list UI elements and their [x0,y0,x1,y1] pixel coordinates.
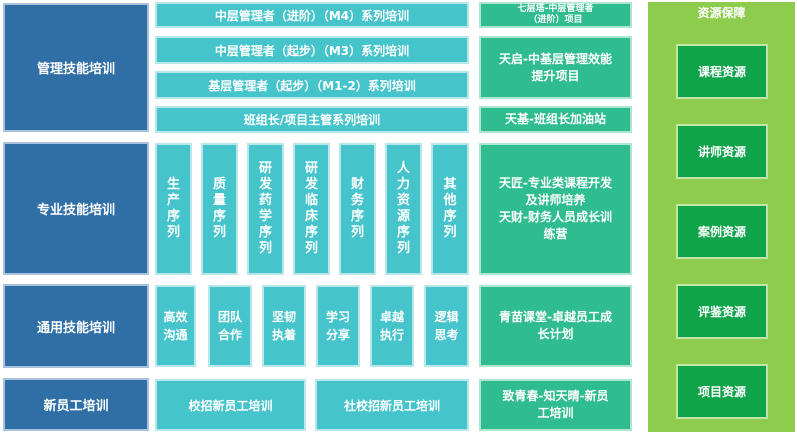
resource-course: 课程资源 [676,44,768,99]
program-campus-new: 校招新员工培训 [155,379,306,431]
project-label-line: 及讲师培养 [525,193,586,207]
program-m1-2: 基层管理者（起步）（M1-2）系列培训 [155,71,469,99]
project-label-line: 七层塔-中层管理者 [517,4,594,14]
sequence-label: 其他序列 [443,177,457,240]
skill-label-line: 团队 [217,310,242,324]
skill-execution: 卓越执行 [370,285,414,367]
category-professional: 专业技能培训 [3,142,149,275]
skill-perseverance: 坚韧执着 [262,285,306,367]
skill-label-line: 思考 [434,328,459,342]
skill-label-line: 卓越 [379,310,404,324]
skill-label-line: 合作 [217,328,242,342]
resource-panel-title: 资源保障 [697,6,746,20]
sequence-rd-clinical: 研发临床序列 [293,143,330,275]
category-label: 新员工培训 [43,399,109,414]
project-label-line: 致青春-知天晴-新员 [502,389,609,403]
project-tianjiang: 天匠-专业类课程开发及讲师培养天财-财务人员成长训练营 [479,143,632,275]
resource-label: 课程资源 [697,65,746,79]
program-team-leader: 班组长/项目主管系列培训 [155,106,469,133]
skill-label-line: 坚韧 [271,310,296,324]
project-qingmiao: 青苗课堂-卓越员工成长计划 [479,285,632,367]
skill-label-line: 学习 [325,310,350,324]
skill-label-line: 逻辑 [434,310,459,324]
project-label-line: 天匠-专业类课程开发 [499,176,612,190]
resource-project: 项目资源 [676,364,768,419]
project-label-line: 天启-中基层管理效能 [499,51,612,66]
project-label-line: 工培训 [537,406,574,420]
resource-label: 项目资源 [697,385,746,399]
category-label: 管理技能培训 [36,62,115,77]
project-label-line: 青苗课堂-卓越员工成 [499,310,612,324]
category-label: 通用技能培训 [36,320,115,336]
skill-label-line: 执着 [271,328,296,342]
program-m4: 中层管理者（进阶）（M4）系列培训 [155,2,469,28]
program-label: 班组长/项目主管系列培训 [243,113,381,127]
sequence-label: 质量序列 [212,177,226,240]
project-qicengta: 七层塔-中层管理者（进阶）项目 [479,2,632,28]
sequence-label: 研发临床序列 [304,161,318,256]
program-social-campus-new: 社校招新员工培训 [315,379,469,431]
category-general: 通用技能培训 [3,284,149,368]
resource-label: 讲师资源 [697,145,746,159]
category-management: 管理技能培训 [3,3,149,132]
program-label: 中层管理者（起步）（M3）系列培训 [214,43,410,58]
skill-learning: 学习分享 [316,285,360,367]
project-label-line: 练营 [543,227,568,241]
project-label-line: 长计划 [537,327,574,341]
project-label: 天基-班组长加油站 [505,112,606,126]
sequence-quality: 质量序列 [201,143,238,275]
resource-label: 评鉴资源 [697,305,746,319]
project-zhiqingchun: 致青春-知天晴-新员工培训 [479,379,632,431]
sequence-label: 人力资源序列 [396,161,410,256]
project-label-line: 提升项目 [531,68,580,83]
sequence-other: 其他序列 [431,143,469,275]
skill-label-line: 执行 [379,328,404,342]
category-label: 专业技能培训 [36,203,115,218]
skill-label-line: 高效 [163,310,188,324]
resource-label: 案例资源 [697,225,746,239]
skill-teamwork: 团队合作 [208,285,252,367]
project-tianji: 天基-班组长加油站 [479,106,632,133]
skill-label-line: 沟通 [163,328,188,342]
program-label: 社校招新员工培训 [343,398,440,413]
sequence-label: 研发药学序列 [258,161,272,256]
sequence-label: 生产序列 [166,177,180,240]
skill-communication: 高效沟通 [155,285,196,367]
resource-lecturer: 讲师资源 [676,124,768,179]
project-label-line: （进阶）项目 [528,15,583,25]
program-label: 基层管理者（起步）（M1-2）系列培训 [208,78,416,93]
project-tianqi: 天启-中基层管理效能提升项目 [479,36,632,99]
category-new-employee: 新员工培训 [3,378,149,431]
sequence-rd-pharmacy: 研发药学序列 [247,143,284,275]
program-label: 校招新员工培训 [188,398,273,413]
sequence-production: 生产序列 [155,143,192,275]
resource-case: 案例资源 [676,204,768,259]
skill-logic: 逻辑思考 [424,285,469,367]
resource-assessment: 评鉴资源 [676,284,768,339]
sequence-label: 财务序列 [350,177,364,240]
sequence-hr: 人力资源序列 [385,143,422,275]
skill-label-line: 分享 [325,328,350,342]
sequence-finance: 财务序列 [339,143,376,275]
program-m3: 中层管理者（起步）（M3）系列培训 [155,36,469,64]
project-label-line: 天财-财务人员成长训 [499,210,612,224]
program-label: 中层管理者（进阶）（M4）系列培训 [214,8,410,23]
